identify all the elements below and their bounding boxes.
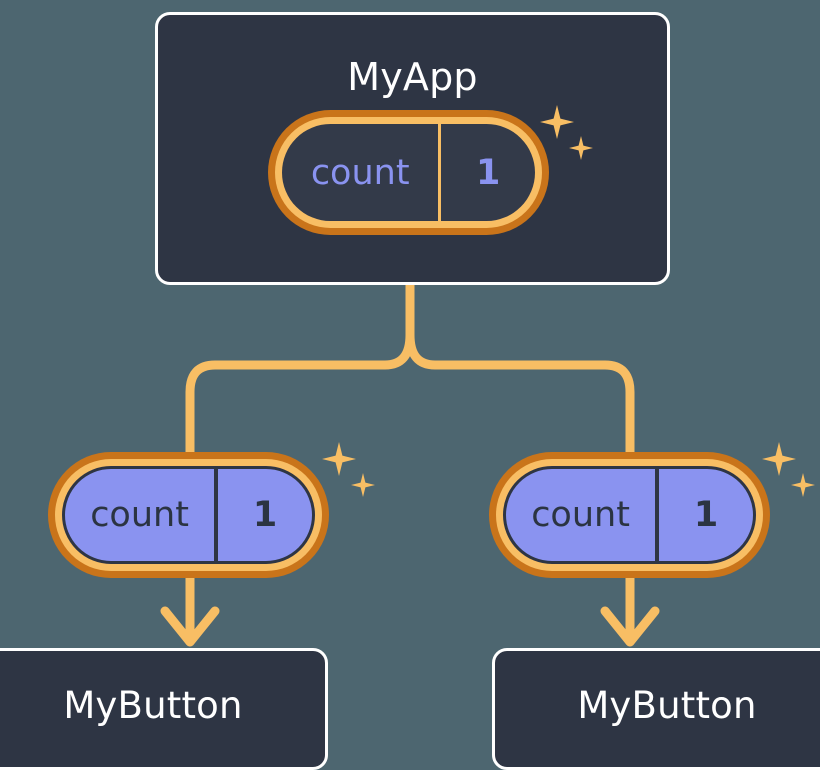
sparkle-icon: [762, 442, 796, 476]
state-pill-body: count 1: [503, 466, 756, 564]
state-pill-body: count 1: [282, 124, 535, 221]
state-pill-inner-ring: count 1: [496, 459, 763, 571]
arrow-head-left: [160, 606, 220, 647]
component-title-mybutton-left: MyButton: [63, 684, 243, 727]
state-pill-inner-ring: count 1: [55, 459, 322, 571]
connector-branch-right: [405, 334, 635, 452]
state-key-label: count: [506, 469, 660, 561]
sparkle-icon: [322, 442, 356, 476]
arrow-head-right: [600, 606, 660, 647]
component-title-mybutton-right: MyButton: [577, 684, 757, 727]
component-card-mybutton-right[interactable]: MyButton: [492, 648, 820, 770]
state-value-label: 1: [693, 495, 719, 535]
state-pill-myapp[interactable]: count 1: [268, 110, 549, 235]
connector-branch-left: [185, 334, 415, 452]
component-title-myapp: MyApp: [347, 55, 478, 99]
state-pill-body: count 1: [62, 466, 315, 564]
component-card-mybutton-left[interactable]: MyButton: [0, 648, 328, 770]
state-value-label: 1: [252, 495, 278, 535]
state-value-label: 1: [476, 152, 501, 193]
state-key-label: count: [65, 469, 219, 561]
state-pill-child-right[interactable]: count 1: [489, 452, 770, 578]
sparkle-small-icon: [351, 473, 375, 497]
sparkle-small-icon: [791, 473, 815, 497]
state-key-label: count: [282, 124, 442, 221]
state-pill-child-left[interactable]: count 1: [48, 452, 329, 578]
state-pill-inner-ring: count 1: [275, 117, 542, 228]
